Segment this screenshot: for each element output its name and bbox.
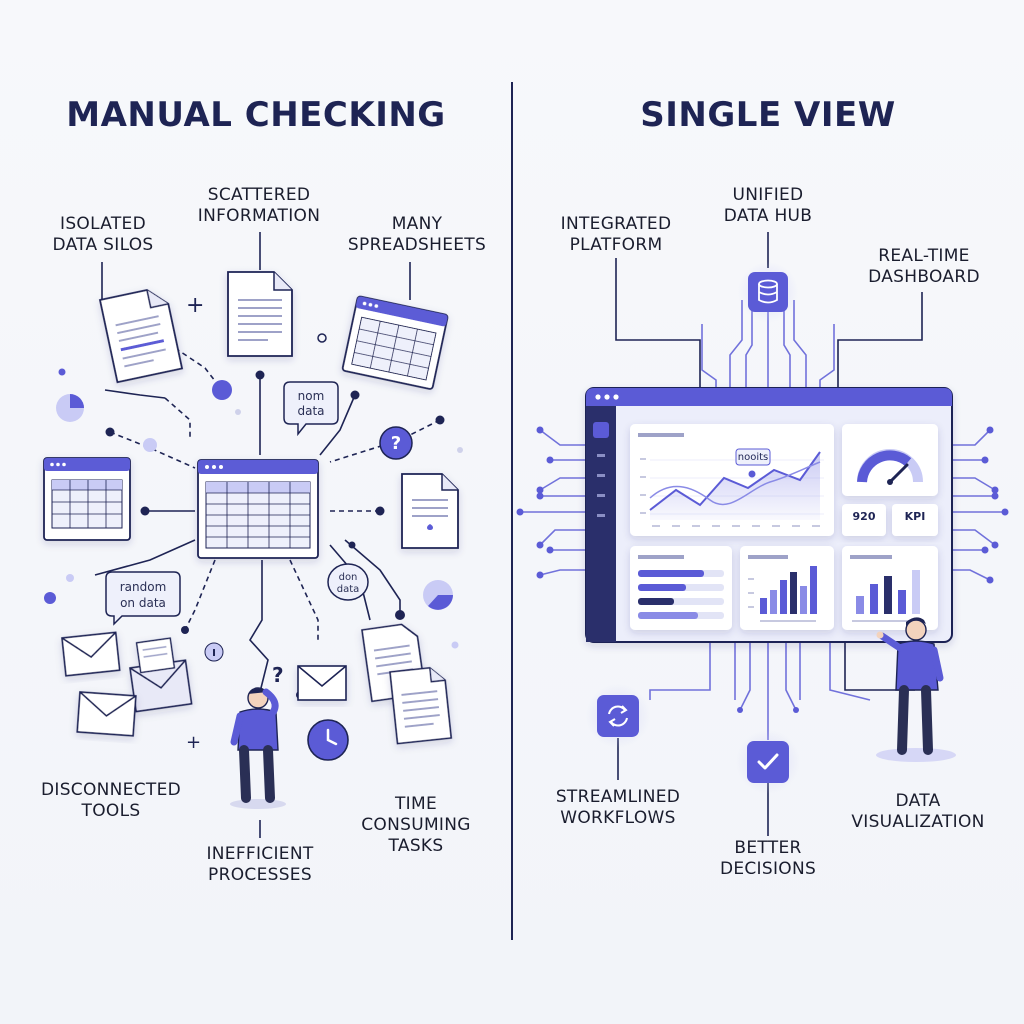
label-line: DISCONNECTED <box>40 780 182 800</box>
question-icon: ? <box>379 426 413 460</box>
single-view-title: SINGLE VIEW <box>640 95 896 135</box>
bubble-text: on data <box>120 596 166 610</box>
bubble-text: random <box>120 580 167 594</box>
email-icon <box>76 691 137 737</box>
label-scattered-information: SCATTERED INFORMATION <box>198 185 320 227</box>
email-icon <box>297 665 347 701</box>
email-icon <box>61 631 121 677</box>
label-line: DASHBOARD <box>868 267 980 287</box>
label-inefficient-processes: INEFFICIENT PROCESSES <box>206 844 313 886</box>
info-icon <box>204 642 224 662</box>
presenter-person-icon <box>876 617 956 762</box>
email-icon <box>129 637 193 713</box>
manual-checking-title: MANUAL CHECKING <box>66 95 446 135</box>
spreadsheet-icon <box>341 295 449 390</box>
central-spreadsheet-icon <box>197 459 319 559</box>
label-line: DATA SILOS <box>52 235 154 255</box>
label-line: TIME <box>394 794 438 814</box>
svg-text:?: ? <box>272 663 284 687</box>
mini-pie-icon <box>56 394 84 422</box>
label-line: BETTER <box>734 838 802 858</box>
label-streamlined-workflows: STREAMLINED WORKFLOWS <box>556 787 680 829</box>
document-icon <box>98 289 184 384</box>
database-icon <box>738 262 798 322</box>
label-isolated-data-silos: ISOLATED DATA SILOS <box>52 214 153 256</box>
dashboard-window: nooits 920 KPI <box>585 387 953 643</box>
label-integrated-platform: INTEGRATED PLATFORM <box>561 214 672 256</box>
label-unified-data-hub: UNIFIED DATA HUB <box>724 185 813 227</box>
label-line: REAL-TIME <box>878 246 970 266</box>
label-real-time-dashboard: REAL-TIME DASHBOARD <box>868 246 980 288</box>
label-data-visualization: DATA VISUALIZATION <box>851 791 984 833</box>
label-line: MANY <box>391 214 443 234</box>
label-line: SCATTERED <box>207 185 311 205</box>
label-line: DATA <box>895 791 941 811</box>
svg-text:+: + <box>186 293 204 318</box>
check-icon <box>736 730 800 794</box>
document-icon <box>227 271 293 357</box>
label-line: STREAMLINED <box>555 787 681 807</box>
svg-text:+: + <box>186 732 201 753</box>
sync-icon <box>586 684 650 748</box>
document-icon <box>401 473 459 549</box>
bubble-text: data <box>337 584 360 595</box>
kpi-value: 920 <box>853 510 876 523</box>
label-line: DATA HUB <box>723 206 813 226</box>
bubble-text: nom <box>298 389 325 403</box>
label-line: TOOLS <box>81 801 141 821</box>
label-line: INTEGRATED <box>560 214 672 234</box>
label-line: DECISIONS <box>719 859 817 879</box>
label-line: PLATFORM <box>569 235 663 255</box>
mini-pie-icon-2 <box>423 580 453 610</box>
label-line: TASKS <box>388 836 444 856</box>
speech-bubble-don: don data <box>327 563 369 601</box>
speech-bubble-nom: nom data <box>283 381 339 437</box>
confused-person-icon: ? <box>230 663 286 809</box>
label-line: PROCESSES <box>208 865 312 885</box>
bubble-text: don <box>339 572 358 583</box>
right-connector-dots <box>516 426 1009 713</box>
spreadsheet-icon <box>43 457 131 541</box>
label-time-consuming-tasks: TIME CONSUMING TASKS <box>361 794 470 857</box>
clock-icon <box>307 719 349 761</box>
speech-bubble-random: random on data <box>105 571 181 626</box>
label-line: INEFFICIENT <box>206 844 314 864</box>
left-decor-dots: + + <box>44 293 463 753</box>
label-line: INFORMATION <box>197 206 321 226</box>
label-line: ISOLATED <box>60 214 146 234</box>
label-line: SPREADSHEETS <box>347 235 487 255</box>
label-line: VISUALIZATION <box>851 812 985 832</box>
label-line: CONSUMING <box>361 815 471 835</box>
kpi-label: KPI <box>905 510 926 523</box>
gauge-icon <box>857 449 923 485</box>
label-line: UNIFIED <box>732 185 804 205</box>
question-mark-text: ? <box>391 433 401 454</box>
right-connectors <box>520 300 1005 740</box>
label-line: WORKFLOWS <box>560 808 676 828</box>
bubble-text: data <box>297 404 324 418</box>
label-disconnected-tools: DISCONNECTED TOOLS <box>41 780 181 822</box>
label-many-spreadsheets: MANY SPREADSHEETS <box>348 214 486 256</box>
chart-tooltip-text: nooits <box>738 452 768 463</box>
document-icon <box>389 666 453 745</box>
label-better-decisions: BETTER DECISIONS <box>720 838 816 880</box>
